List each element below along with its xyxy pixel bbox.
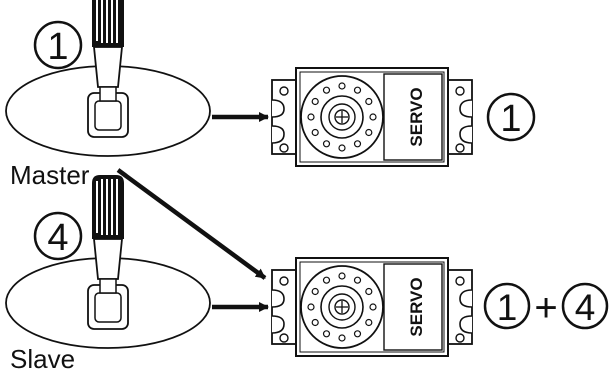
servo-bottom-mix-label: 1 + 4 bbox=[483, 282, 609, 330]
servo-top-label: SERVO bbox=[407, 87, 426, 146]
servo-bottom-channel-b: 4 bbox=[575, 287, 596, 328]
servo-bottom-channel-a: 1 bbox=[497, 287, 518, 328]
arrow-master-to-servo-2 bbox=[116, 168, 267, 280]
servo-bottom-plus-sign: + bbox=[534, 286, 557, 330]
servo-bottom-label: SERVO bbox=[407, 277, 426, 336]
master-label: Master bbox=[10, 160, 90, 190]
slave-stick bbox=[5, 174, 211, 349]
slave-label: Slave bbox=[10, 344, 75, 374]
master-channel-badge: 1 bbox=[33, 20, 83, 70]
slave-channel-badge: 4 bbox=[33, 211, 83, 261]
servo-top: SERVO bbox=[271, 67, 473, 167]
master-stick bbox=[5, 0, 211, 157]
servo-top-channel-badge: 1 bbox=[486, 92, 536, 142]
servo-top-channel-number: 1 bbox=[500, 98, 521, 140]
master-channel-number: 1 bbox=[47, 26, 68, 68]
slave-channel-number: 4 bbox=[47, 217, 68, 259]
servo-bottom: SERVO bbox=[271, 257, 473, 357]
